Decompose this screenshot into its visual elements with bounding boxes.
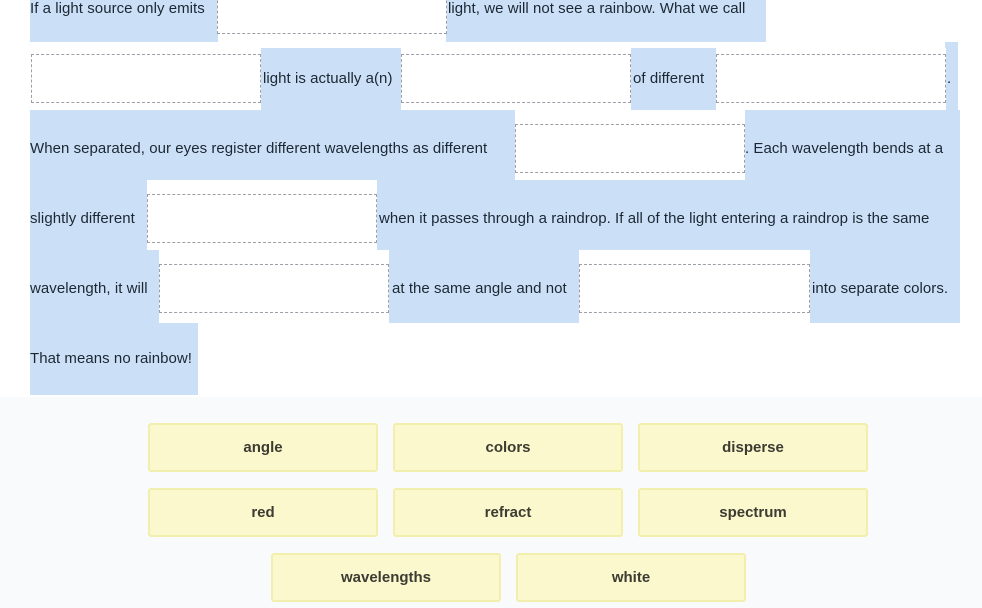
highlight-line4-left xyxy=(30,180,147,250)
word-tile-spectrum[interactable]: spectrum xyxy=(638,488,868,537)
word-tile-wavelengths[interactable]: wavelengths xyxy=(271,553,501,602)
highlight-line3-right xyxy=(744,110,960,180)
word-tile-disperse[interactable]: disperse xyxy=(638,423,868,472)
blank-8[interactable] xyxy=(579,264,810,313)
word-tile-label: refract xyxy=(484,504,532,521)
passage-text-line5c: into separate colors. xyxy=(812,280,949,297)
blank-2[interactable] xyxy=(31,54,261,103)
word-tile-label: colors xyxy=(485,439,531,456)
word-tile-red[interactable]: red xyxy=(148,488,378,537)
passage-text-line1b: light, we will not see a rainbow. What w… xyxy=(448,0,746,17)
blank-3[interactable] xyxy=(401,54,631,103)
highlight-line1-right xyxy=(446,0,766,42)
passage-text-line2b: of different xyxy=(633,70,705,87)
passage-text-line3a: When separated, our eyes register differ… xyxy=(30,140,488,157)
passage-area: If a light source only emits light, we w… xyxy=(30,0,960,395)
passage-text-line6: That means no rainbow! xyxy=(30,350,193,367)
word-tile-label: spectrum xyxy=(719,504,787,521)
word-tile-label: disperse xyxy=(722,439,784,456)
word-tile-label: red xyxy=(251,504,275,521)
passage-text-line2a: light is actually a(n) xyxy=(263,70,393,87)
highlight-line4-right xyxy=(377,180,960,250)
passage-text-line4b: when it passes through a raindrop. If al… xyxy=(379,210,930,227)
word-bank-panel: angle colors disperse red refract spectr… xyxy=(0,397,982,608)
passage-text-line5a: wavelength, it will xyxy=(30,280,148,297)
highlight-line5-a xyxy=(30,250,159,323)
word-tile-white[interactable]: white xyxy=(516,553,746,602)
highlight-line6 xyxy=(30,323,198,395)
word-tile-refract[interactable]: refract xyxy=(393,488,623,537)
highlight-line3-left xyxy=(30,110,515,180)
word-tile-colors[interactable]: colors xyxy=(393,423,623,472)
highlight-line1-left xyxy=(30,0,218,42)
passage-text-line1a: If a light source only emits xyxy=(30,0,205,17)
blank-6[interactable] xyxy=(147,194,377,243)
word-tile-label: angle xyxy=(243,439,283,456)
blank-5[interactable] xyxy=(515,124,745,173)
word-tile-label: wavelengths xyxy=(340,569,432,586)
blank-4[interactable] xyxy=(716,54,946,103)
word-tile-angle[interactable]: angle xyxy=(148,423,378,472)
highlight-line5-c xyxy=(810,250,960,323)
highlight-line2-b xyxy=(631,48,716,110)
passage-text-line4a: slightly different xyxy=(30,210,135,227)
word-tile-label: white xyxy=(611,569,651,586)
passage-text-line5b: at the same angle and not xyxy=(392,280,567,297)
blank-1[interactable] xyxy=(217,0,447,34)
highlight-line2-c xyxy=(945,42,958,110)
blank-7[interactable] xyxy=(159,264,389,313)
highlight-line2-a xyxy=(261,48,402,110)
passage-text-line3b: . Each wavelength bends at a xyxy=(745,140,944,157)
highlight-line5-b xyxy=(389,250,579,323)
passage-text-line2c: . xyxy=(947,70,952,87)
